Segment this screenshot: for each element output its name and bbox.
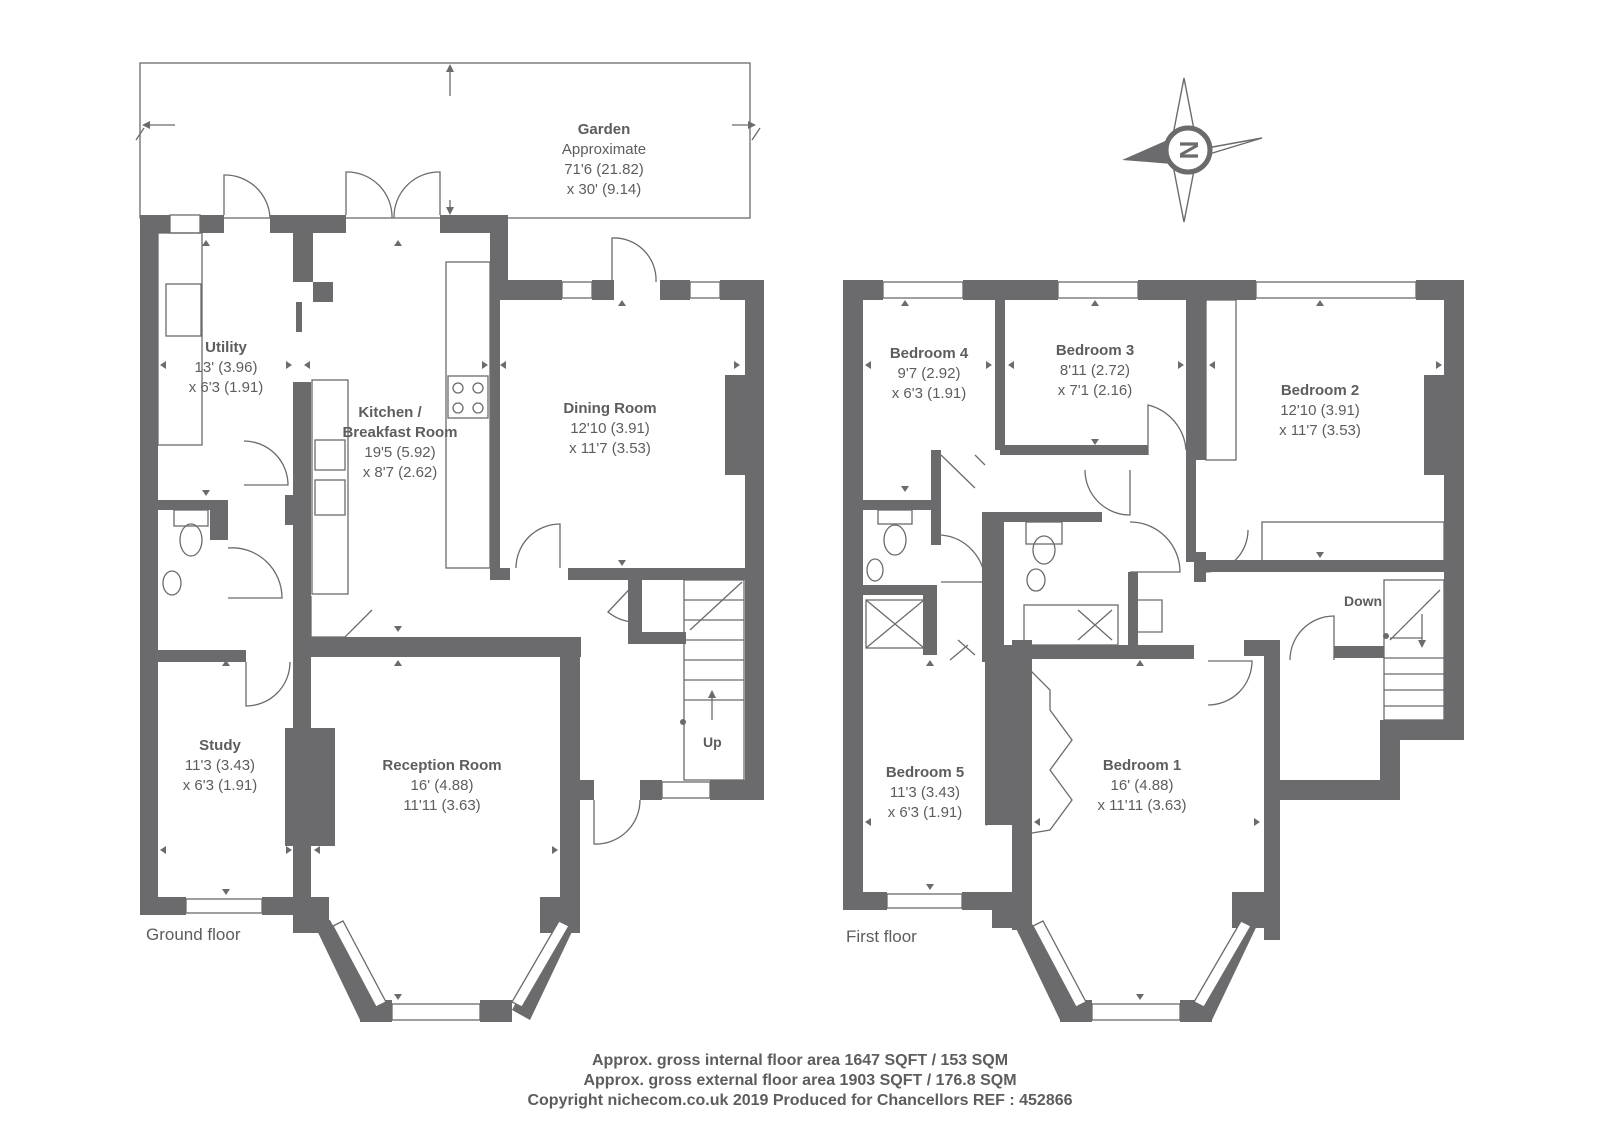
bedroom2-dim-1: 12'10 (3.91) [1280,402,1360,419]
bedroom2-label: Bedroom 2 12'10 (3.91) x 11'7 (3.53) [1279,382,1361,439]
bedroom4-label: Bedroom 4 9'7 (2.92) x 6'3 (1.91) [890,345,969,402]
stairs-up-label: Up [703,734,722,750]
bedroom4-dim-1: 9'7 (2.92) [898,365,961,382]
ground-floor-label: Ground floor [146,925,241,944]
kitchen-label: Kitchen / Breakfast Room 19'5 (5.92) x 8… [342,404,457,481]
bedroom5-name: Bedroom 5 [886,764,964,781]
first-floor-walls [843,280,1464,1022]
compass-rose [1122,77,1263,223]
dining-label: Dining Room 12'10 (3.91) x 11'7 (3.53) [563,400,656,457]
first-dimension-markers [865,300,1442,1000]
compass-north-label: N [1174,141,1204,160]
garden-area [135,62,761,219]
ground-dimension-markers [160,240,740,1000]
bedroom5-dim-1: 11'3 (3.43) [890,784,960,801]
bedroom3-dim-2: x 7'1 (2.16) [1058,382,1133,399]
utility-label: Utility 13' (3.96) x 6'3 (1.91) [189,339,264,396]
bedroom1-dim-2: x 11'11 (3.63) [1097,797,1186,814]
garden-dim-2: x 30' (9.14) [567,181,642,198]
bedroom3-dim-1: 8'11 (2.72) [1060,362,1130,379]
garden-label: Garden Approximate 71'6 (21.82) x 30' (9… [562,121,646,198]
study-dim-1: 11'3 (3.43) [185,757,255,774]
bedroom1-label: Bedroom 1 16' (4.88) x 11'11 (3.63) [1097,757,1186,814]
bedroom5-label: Bedroom 5 11'3 (3.43) x 6'3 (1.91) [886,764,964,821]
garden-dim-1: 71'6 (21.82) [564,161,644,178]
reception-label: Reception Room 16' (4.88) 11'11 (3.63) [382,757,501,814]
ground-floor-windows [169,214,721,1021]
first-floor-fittings [865,299,1445,836]
first-floor-label: First floor [846,927,917,946]
bedroom1-dim-1: 16' (4.88) [1111,777,1174,794]
reception-dim-1: 16' (4.88) [411,777,474,794]
bedroom3-label: Bedroom 3 8'11 (2.72) x 7'1 (2.16) [1056,342,1134,399]
dining-name: Dining Room [563,400,656,417]
internal-area-text: Approx. gross internal floor area 1647 S… [591,1052,1009,1069]
utility-dim-2: x 6'3 (1.91) [189,379,264,396]
bedroom2-name: Bedroom 2 [1281,382,1359,399]
dining-dim-1: 12'10 (3.91) [570,420,650,437]
ground-floor-fittings [157,171,745,845]
kitchen-name: Kitchen / [358,404,422,421]
stairs-down-label: Down [1344,593,1382,609]
dining-dim-2: x 11'7 (3.53) [569,440,651,457]
study-name: Study [199,737,241,754]
study-dim-2: x 6'3 (1.91) [183,777,258,794]
first-floor-windows [882,281,1417,1021]
kitchen-dim-1: 19'5 (5.92) [364,444,435,461]
study-label: Study 11'3 (3.43) x 6'3 (1.91) [183,737,258,794]
ground-floor-walls [140,215,764,1022]
bedroom4-dim-2: x 6'3 (1.91) [892,385,967,402]
bedroom5-dim-2: x 6'3 (1.91) [888,804,963,821]
bedroom3-name: Bedroom 3 [1056,342,1134,359]
reception-name: Reception Room [382,757,501,774]
kitchen-name-2: Breakfast Room [342,424,457,441]
external-area-text: Approx. gross external floor area 1903 S… [583,1072,1017,1089]
garden-approx: Approximate [562,141,646,158]
reception-dim-2: 11'11 (3.63) [403,797,480,814]
utility-name: Utility [205,339,247,356]
bedroom4-name: Bedroom 4 [890,345,969,362]
utility-dim-1: 13' (3.96) [195,359,258,376]
bedroom2-dim-2: x 11'7 (3.53) [1279,422,1361,439]
bedroom1-name: Bedroom 1 [1103,757,1181,774]
garden-name: Garden [578,121,631,138]
copyright-text: Copyright nichecom.co.uk 2019 Produced f… [527,1092,1073,1109]
kitchen-dim-2: x 8'7 (2.62) [363,464,438,481]
